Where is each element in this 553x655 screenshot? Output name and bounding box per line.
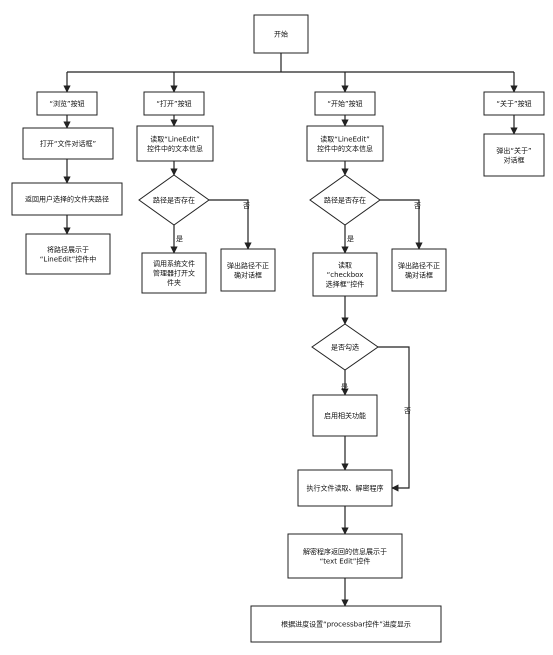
node-label: “浏览”按钮: [49, 99, 84, 108]
node-label-line: 执行文件读取、解密程序: [307, 484, 384, 493]
node-label-line: 弹出路径不正: [398, 261, 440, 270]
node-label-line: 读取“LineEdit”: [150, 134, 199, 143]
node-label-line: 调用系统文件: [153, 259, 195, 268]
node-label: 打开“文件对话框”: [40, 139, 96, 148]
node-label-line: 路径是否存在: [153, 196, 195, 205]
node-label: “关于”按钮: [496, 99, 531, 108]
node-show-result: 解密程序返回的信息展示于“text Edit”控件: [287, 533, 403, 579]
node-label-line: 确对话框: [405, 270, 433, 279]
node-about-button: “关于”按钮: [483, 91, 545, 116]
node-path-exists-2: 路径是否存在: [309, 174, 381, 226]
node-label-line: 管理器打开文: [153, 269, 195, 278]
node-label: 读取“LineEdit”控件中的文本信息: [317, 134, 373, 153]
node-path-exists-1: 路径是否存在: [138, 174, 210, 226]
nodes: 开始 “浏览”按钮 “打开”按钮 “开始”按钮 “关于”按钮 打开“文件对话框”…: [11, 14, 545, 643]
node-return-path: 返回用户选择的文件夹路径: [11, 182, 123, 216]
node-label: 调用系统文件管理器打开文件夹: [153, 259, 195, 287]
node-label-line: 控件中的文本信息: [317, 144, 373, 153]
label-yes-3: 是: [341, 383, 348, 391]
node-label: 执行文件读取、解密程序: [307, 484, 384, 493]
node-label-line: 弹出“关于”: [496, 146, 531, 155]
edge-decision2-no: [380, 199, 423, 250]
edges: [63, 53, 518, 607]
node-label-line: 将路径展示于: [47, 245, 89, 254]
node-label-line: 确对话框: [234, 270, 262, 279]
node-label-line: 返回用户选择的文件夹路径: [25, 195, 109, 204]
node-label-line: 读取: [338, 261, 352, 270]
node-is-checked: 是否勾选: [311, 323, 379, 371]
node-label-line: 控件中的文本信息: [147, 144, 203, 153]
node-label: “开始”按钮: [327, 99, 362, 108]
node-label: 根据进度设置“processbar控件”进度显示: [281, 620, 411, 629]
node-label-line: 读取“LineEdit”: [320, 134, 369, 143]
node-about-dialog: 弹出“关于”对话框: [483, 133, 545, 177]
node-label-line: 弹出路径不正: [227, 261, 269, 270]
node-label: 返回用户选择的文件夹路径: [25, 195, 109, 204]
node-label-line: 解密程序返回的信息展示于: [303, 547, 387, 556]
node-label: 路径是否存在: [153, 196, 195, 205]
edge-labels: 是 否 是 否 是 否: [176, 202, 421, 415]
node-show-path: 将路径展示于“LineEdit”控件中: [25, 233, 111, 275]
label-no-1: 否: [243, 202, 250, 210]
node-label-line: 是否勾选: [331, 343, 359, 352]
node-enable-feature: 启用相关功能: [312, 394, 378, 437]
node-label: 弹出“关于”对话框: [496, 146, 531, 165]
node-open-dialog: 打开“文件对话框”: [22, 127, 114, 160]
node-label: 将路径展示于“LineEdit”控件中: [40, 245, 96, 264]
node-label: 路径是否存在: [324, 196, 366, 205]
edge-checked-no: [378, 346, 410, 492]
node-label-line: 打开“文件对话框”: [40, 139, 96, 148]
node-label: 是否勾选: [331, 343, 359, 352]
label-no-3: 否: [404, 407, 411, 415]
node-run-decrypt: 执行文件读取、解密程序: [297, 469, 393, 507]
label-yes-1: 是: [176, 235, 183, 243]
node-label-line: “打开”按钮: [156, 99, 191, 108]
node-label-line: “浏览”按钮: [49, 99, 84, 108]
node-label-line: “checkbox: [327, 271, 364, 279]
node-open-file-manager: 调用系统文件管理器打开文件夹: [141, 252, 207, 294]
node-label: 解密程序返回的信息展示于“text Edit”控件: [303, 547, 387, 566]
node-label-line: 选择框”控件: [326, 280, 365, 289]
node-label-line: 路径是否存在: [324, 196, 366, 205]
node-label: 弹出路径不正确对话框: [227, 261, 269, 280]
node-label-line: 对话框: [504, 155, 525, 164]
node-progress: 根据进度设置“processbar控件”进度显示: [250, 605, 442, 643]
node-label-line: “LineEdit”控件中: [40, 254, 96, 263]
node-label-line: 开始: [274, 30, 288, 39]
node-label-line: 件夹: [167, 278, 181, 287]
node-label: 开始: [274, 30, 288, 39]
node-read-lineedit-1: 读取“LineEdit”控件中的文本信息: [136, 125, 214, 162]
node-label: “打开”按钮: [156, 99, 191, 108]
node-begin-button: “开始”按钮: [314, 91, 376, 116]
edge-decision1-no: [209, 199, 252, 250]
node-label-line: “关于”按钮: [496, 99, 531, 108]
node-open-button: “打开”按钮: [143, 91, 205, 116]
node-read-lineedit-2: 读取“LineEdit”控件中的文本信息: [306, 125, 384, 162]
node-path-error-1: 弹出路径不正确对话框: [220, 248, 276, 292]
node-label-line: “text Edit”控件: [320, 556, 371, 565]
label-no-2: 否: [414, 202, 421, 210]
node-label: 弹出路径不正确对话框: [398, 261, 440, 280]
node-label: 读取“LineEdit”控件中的文本信息: [147, 134, 203, 153]
node-path-error-2: 弹出路径不正确对话框: [391, 248, 447, 292]
node-label-line: 根据进度设置“processbar控件”进度显示: [281, 620, 411, 629]
node-start: 开始: [253, 14, 309, 54]
node-label-line: “开始”按钮: [327, 99, 362, 108]
node-label-line: 启用相关功能: [324, 411, 366, 420]
node-browse-button: “浏览”按钮: [36, 91, 98, 116]
node-label: 启用相关功能: [324, 411, 366, 420]
label-yes-2: 是: [347, 235, 354, 243]
